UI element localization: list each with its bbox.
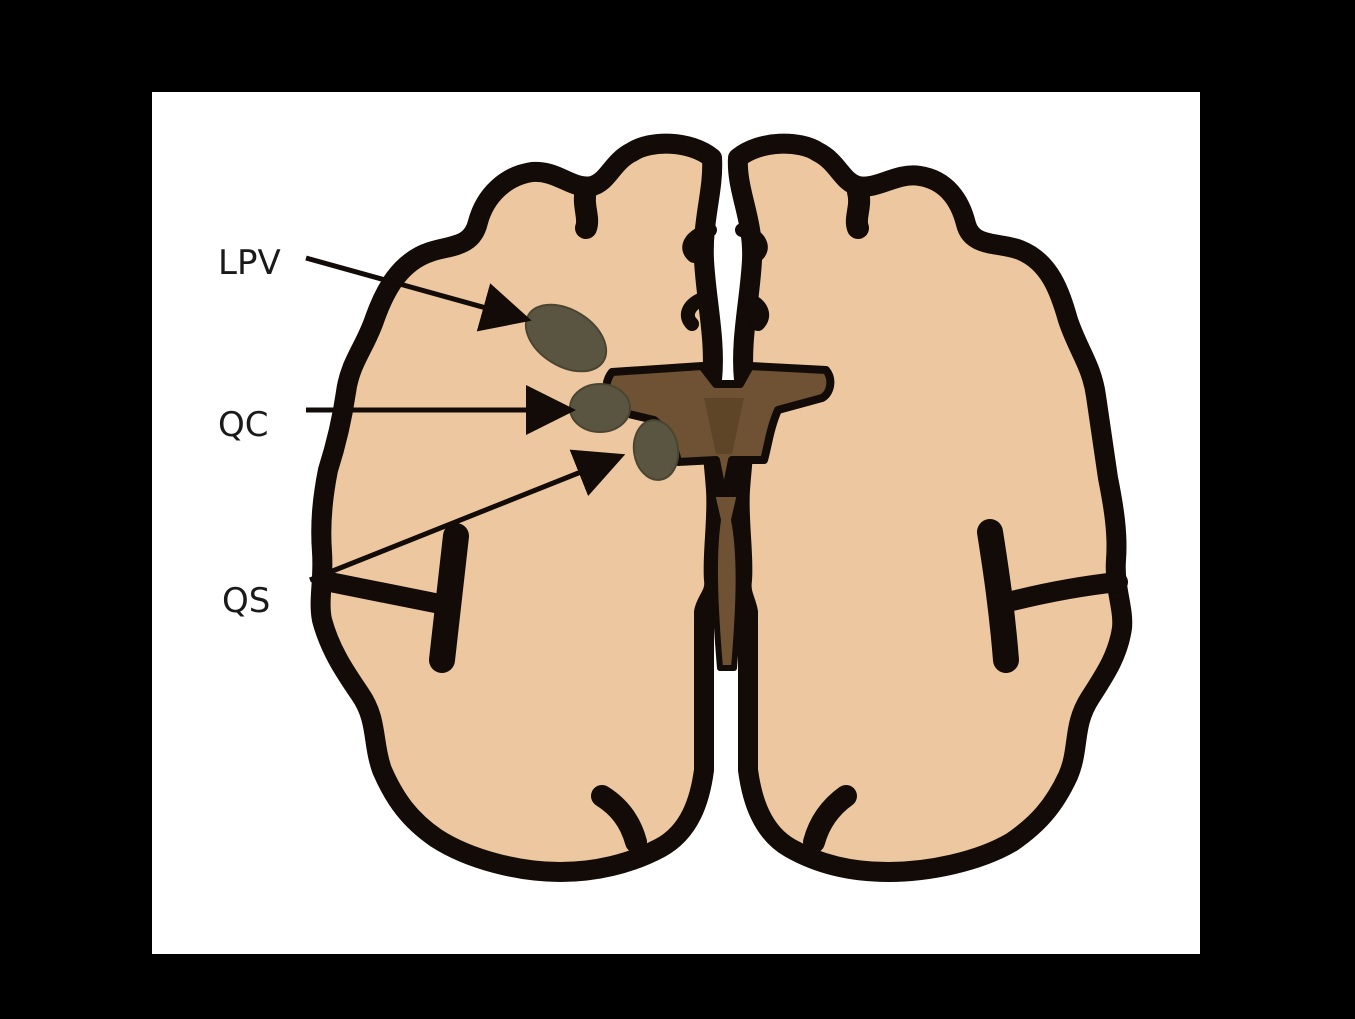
lesion-qc [570, 384, 630, 432]
label-qc: QC [218, 405, 269, 445]
aqueduct [712, 494, 740, 668]
label-qs: QS [222, 581, 270, 621]
label-lpv: LPV [218, 243, 281, 283]
